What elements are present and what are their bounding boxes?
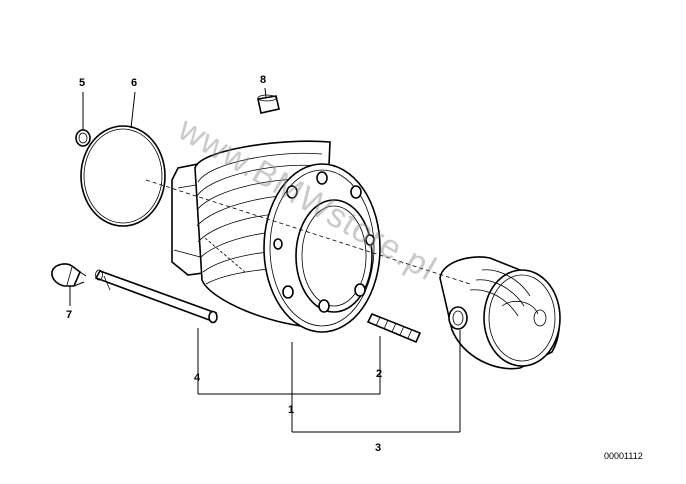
- part-4-long-stud[interactable]: [94, 269, 218, 324]
- callout-3: 3: [375, 442, 381, 454]
- diagram-code: 00001112: [604, 451, 643, 461]
- part-7-cap-nut[interactable]: [51, 263, 87, 287]
- part-5-small-ring[interactable]: [75, 129, 91, 147]
- piston[interactable]: [439, 256, 561, 370]
- callout-8: 8: [260, 74, 266, 86]
- part-2-short-stud[interactable]: [366, 312, 422, 344]
- leader-lines: [69, 87, 461, 433]
- part-6-large-oring[interactable]: [80, 125, 166, 227]
- cylinder-barrel[interactable]: [171, 140, 381, 333]
- callout-5: 5: [79, 77, 85, 89]
- callout-4: 4: [194, 372, 201, 384]
- callout-6: 6: [131, 77, 137, 89]
- callout-2: 2: [376, 368, 382, 380]
- callout-7: 7: [66, 309, 72, 321]
- callout-1: 1: [288, 404, 294, 416]
- part-8-dowel-sleeve[interactable]: [257, 94, 280, 114]
